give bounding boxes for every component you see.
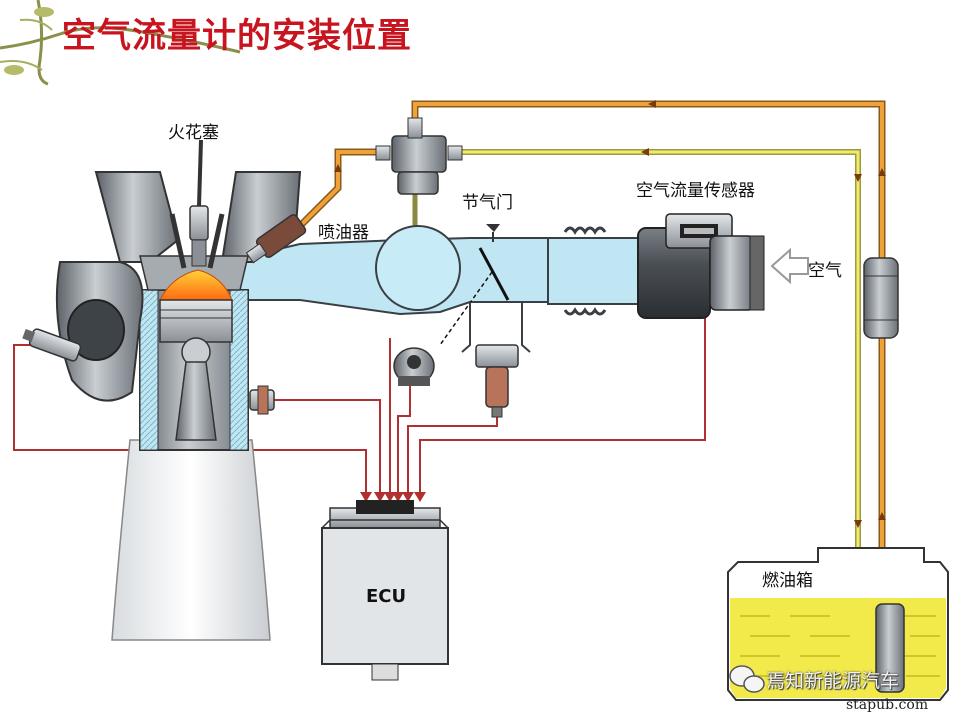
pressure-regulator (375, 117, 463, 195)
cylinder-head (55, 171, 302, 402)
label-ecu: ECU (366, 586, 407, 607)
maf-sensor (637, 213, 765, 319)
throttle-body (439, 224, 531, 353)
spark-plug (189, 139, 209, 267)
fuel-injector (245, 214, 307, 264)
label-spark-plug: 火花塞 (168, 123, 219, 143)
fuel-tank (727, 547, 949, 701)
label-air: 空气 (808, 261, 842, 281)
watermark-site: stapub.com (846, 697, 929, 713)
throttle-position-sensor (393, 347, 435, 386)
label-maf-sensor: 空气流量传感器 (636, 181, 755, 201)
signal-wires (13, 305, 706, 495)
label-throttle: 节气门 (462, 193, 513, 213)
fuel-lines (297, 100, 886, 555)
engine-sensors (22, 328, 275, 415)
wire-arrows (360, 492, 426, 502)
wechat-icon (729, 665, 765, 693)
combustion-piston (159, 269, 233, 441)
fuel-filter (863, 257, 899, 339)
ecu-unit (321, 500, 449, 681)
label-fuel-tank: 燃油箱 (762, 571, 813, 591)
watermark-account: 焉知新能源汽车 (766, 670, 900, 692)
label-injector: 喷油器 (318, 223, 369, 243)
idle-air-valve (475, 344, 519, 418)
decorative-branch (0, 0, 241, 86)
valves (169, 213, 225, 269)
intake-duct (216, 225, 649, 316)
fuel-flow-arrows (334, 100, 886, 528)
page-title: 空气流量计的安装位置 (62, 16, 412, 56)
air-intake-arrow (770, 247, 809, 285)
